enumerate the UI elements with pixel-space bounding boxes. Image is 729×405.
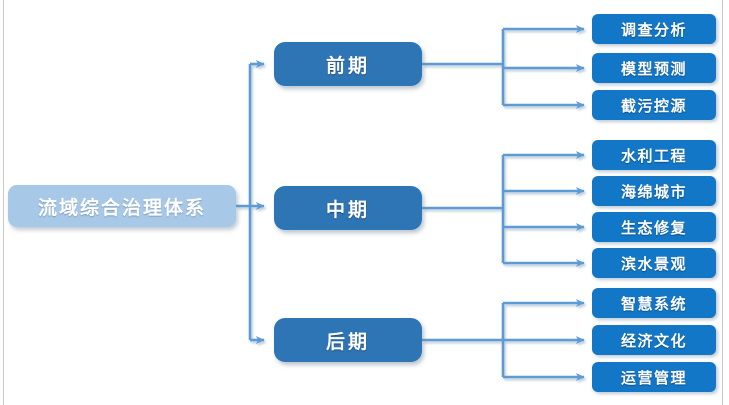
root-to-stage-connectors (236, 60, 265, 344)
leaf-node-2-1[interactable]: 水利工程 (592, 140, 716, 170)
root-node[interactable]: 流域综合治理体系 (8, 185, 236, 227)
leaf-node-2-4[interactable]: 滨水景观 (592, 248, 716, 278)
leaf-node-2-3[interactable]: 生态修复 (592, 212, 716, 242)
page-left-border (3, 0, 4, 405)
stage-1-to-leaves-connectors (422, 25, 585, 109)
leaf-node-2-2[interactable]: 海绵城市 (592, 176, 716, 206)
page-right-border (722, 0, 723, 405)
stage-node-1[interactable]: 前期 (274, 42, 422, 86)
leaf-node-3-2[interactable]: 经济文化 (592, 325, 716, 355)
stage-node-2[interactable]: 中期 (274, 186, 422, 230)
stage-3-to-leaves-connectors (422, 299, 585, 381)
leaf-node-1-2[interactable]: 模型预测 (592, 53, 716, 83)
stage-node-3[interactable]: 后期 (274, 318, 422, 362)
stage-2-to-leaves-connectors (422, 151, 585, 267)
leaf-node-1-1[interactable]: 调查分析 (592, 14, 716, 44)
leaf-node-3-1[interactable]: 智慧系统 (592, 288, 716, 318)
leaf-node-3-3[interactable]: 运营管理 (592, 362, 716, 392)
leaf-node-1-3[interactable]: 截污控源 (592, 90, 716, 120)
